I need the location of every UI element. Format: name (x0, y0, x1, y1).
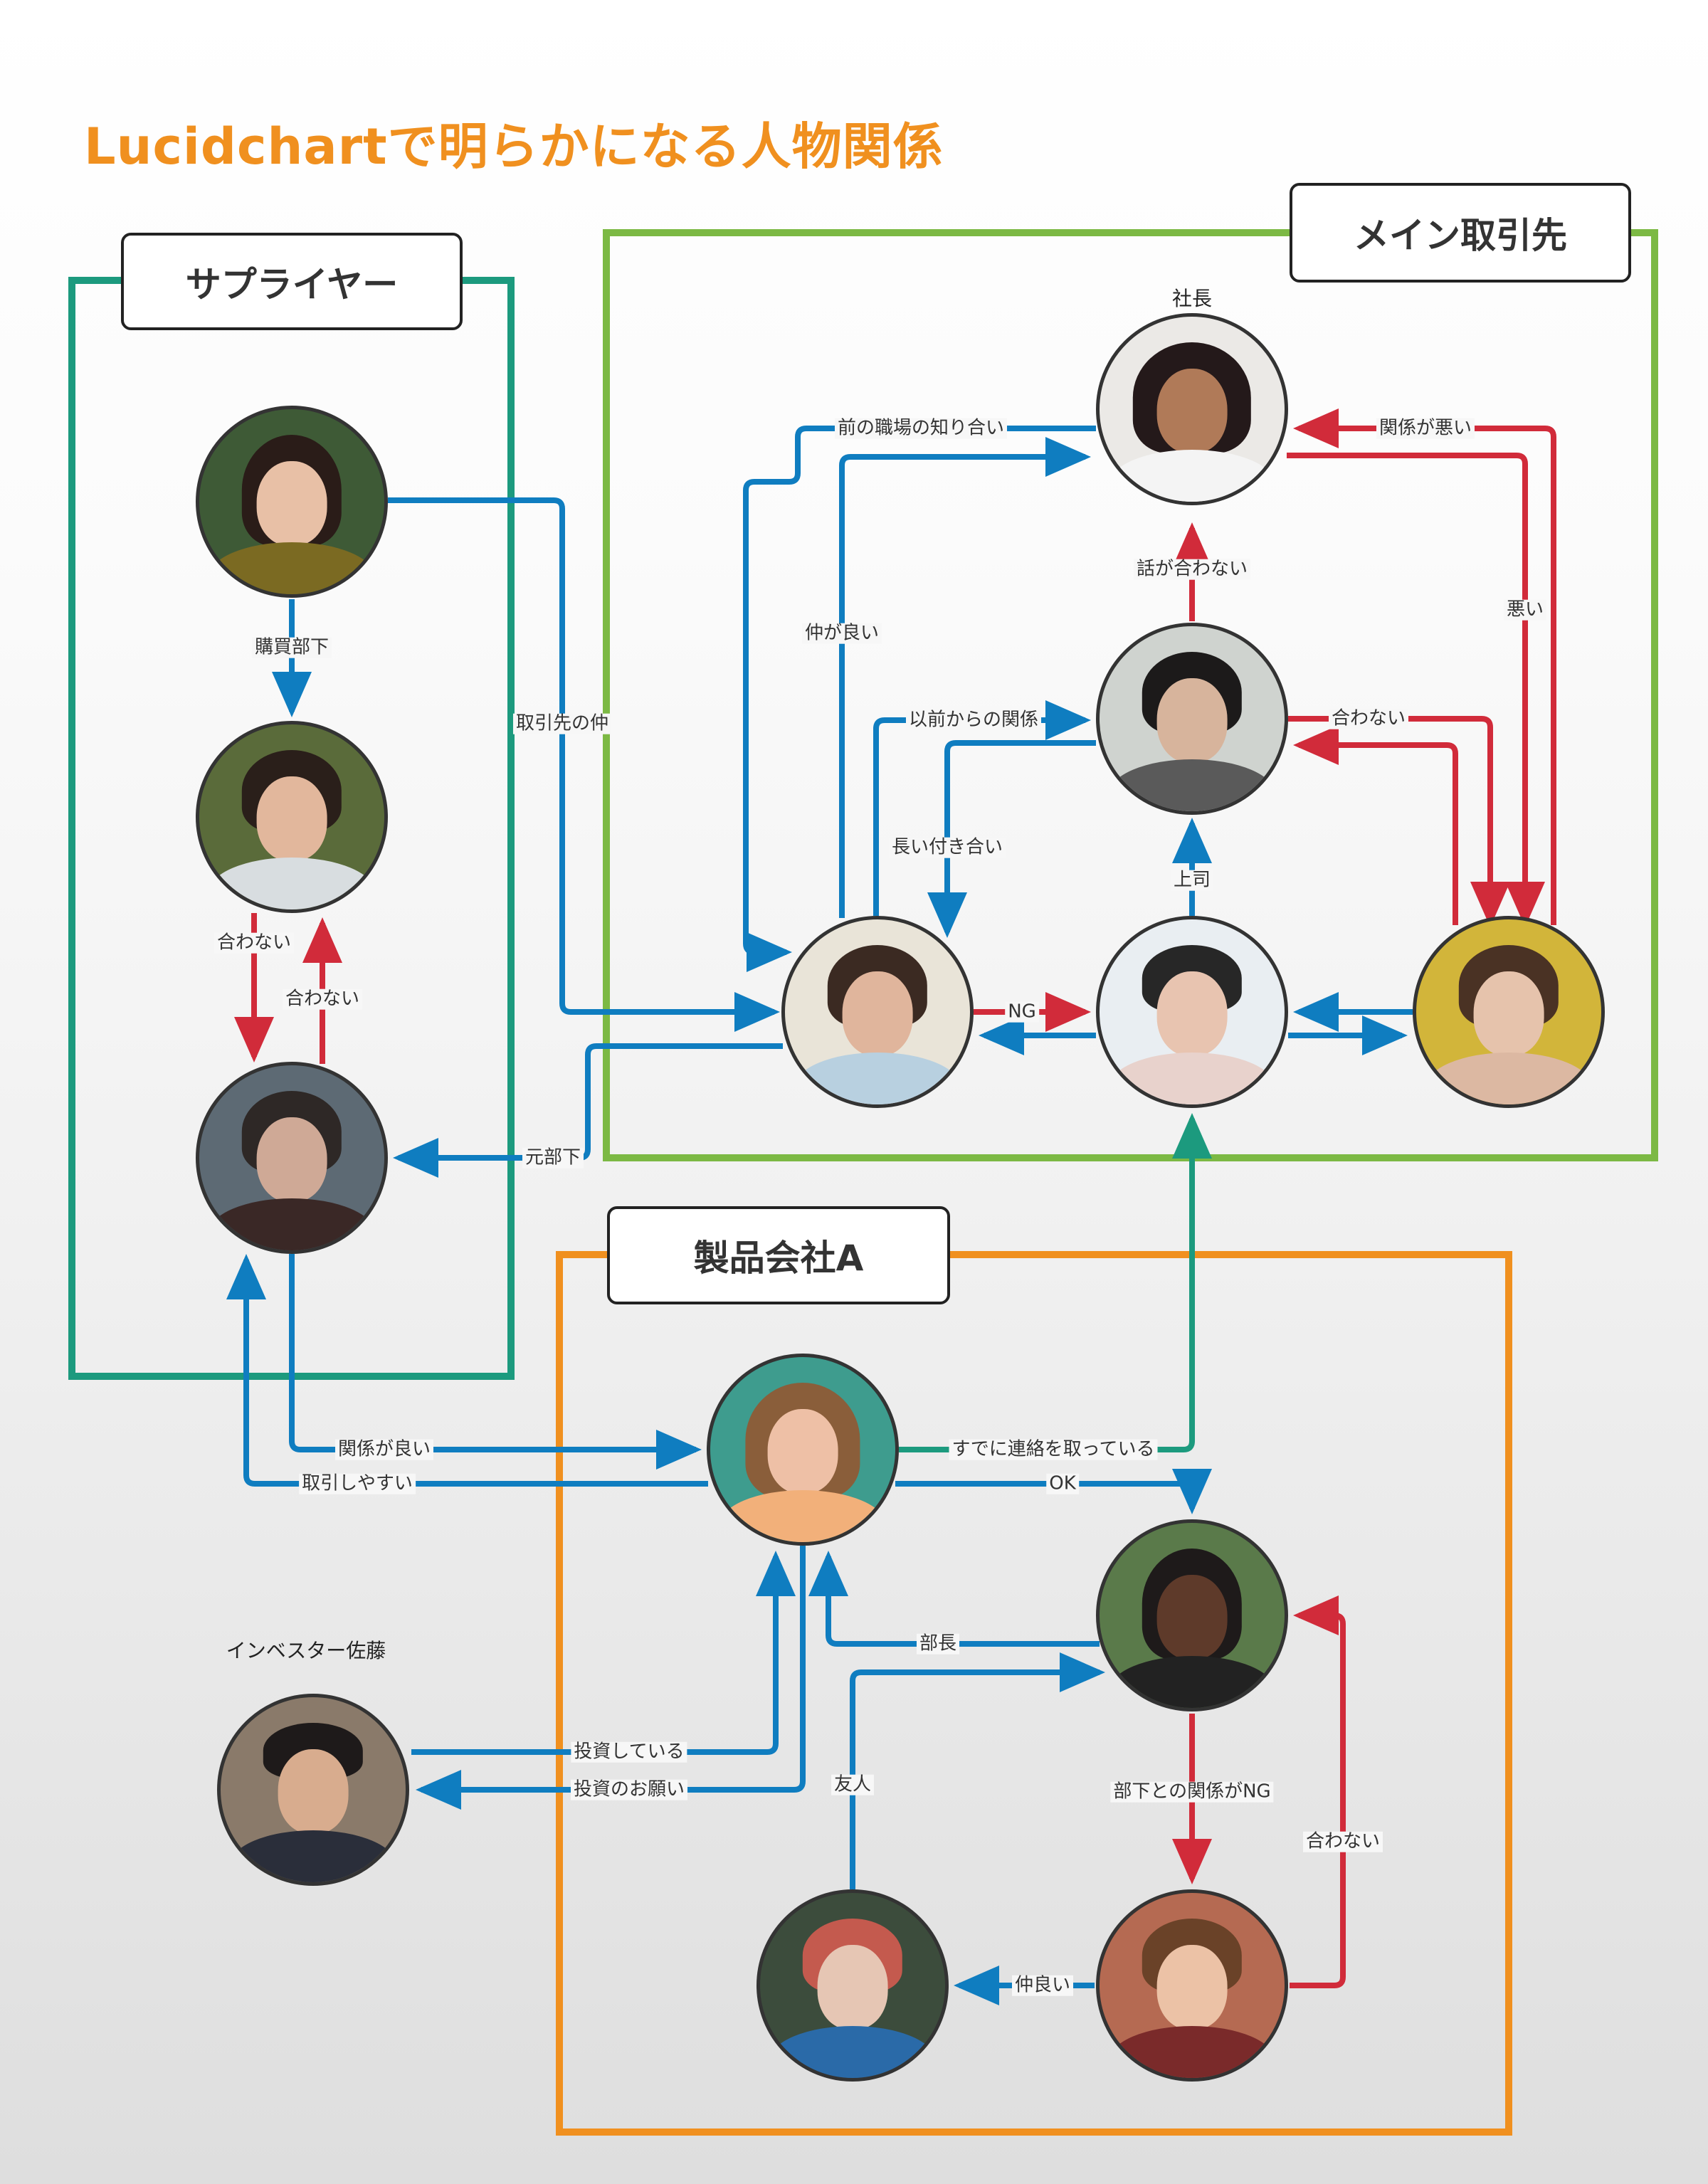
edge-label-kobaibuka: 購買部下 (251, 638, 332, 658)
person-product-manager[interactable] (1096, 1519, 1288, 1711)
person-main-yellow-woman[interactable] (1413, 916, 1605, 1108)
product-company-group-frame (556, 1251, 1512, 2136)
group-label-supplier: サプライヤー (121, 233, 463, 330)
edge-label-motobuka: 元部下 (522, 1148, 584, 1169)
edge-ok (895, 1469, 1212, 1514)
person-main-shorthair-woman[interactable] (1096, 916, 1288, 1108)
edge-label-awanai-up: 合わない (282, 989, 363, 1010)
edge-kankei-warui (1293, 408, 1556, 925)
edge-bucho (808, 1551, 1100, 1647)
person-supplier-man[interactable] (196, 1062, 388, 1254)
edge-awanai-bottom (1290, 1595, 1346, 1988)
edge-label-buka-ng: 部下との関係がNG (1110, 1782, 1274, 1803)
person-investor-sato[interactable] (217, 1694, 409, 1886)
page-title: Lucidchartで明らかになる人物関係 (84, 117, 944, 176)
edge-naka-ga-yoi (839, 437, 1091, 918)
edge-label-nakayoi: 仲良い (1011, 1975, 1074, 1996)
edge-yellow-to-manager (1293, 725, 1458, 925)
edge-label-hanashi-awanai: 話が合わない (1133, 559, 1251, 580)
edge-label-kankei-yoi: 関係が良い (334, 1440, 434, 1460)
edge-label-awanai-bottom: 合わない (1302, 1832, 1383, 1852)
edge-label-ok: OK (1046, 1474, 1079, 1494)
person-main-glasses-woman[interactable] (781, 916, 974, 1108)
edge-label-toshi-onegai: 投資のお願い (570, 1780, 688, 1800)
edge-toshi-onegai (416, 1546, 806, 1810)
edge-label-ng: NG (1005, 1002, 1039, 1023)
edge-label-awanai-down: 合わない (214, 933, 295, 954)
group-label-product-company: 製品会社A (607, 1206, 950, 1304)
edge-label-izen-kara: 以前からの関係 (905, 710, 1042, 731)
edge-mae-shokuba (743, 426, 1096, 972)
edge-label-torihikisaki: 取引先の仲 (512, 714, 612, 734)
edge-awanai-main (1288, 716, 1510, 927)
edge-motobuka (393, 1043, 783, 1178)
person-supplier-purchasing[interactable] (196, 721, 388, 913)
edge-label-nagai-tsukiai: 長い付き合い (888, 838, 1006, 858)
person-supplier-buyer[interactable] (196, 406, 388, 598)
edge-warui (1287, 453, 1545, 927)
edge-label-mae-shokuba: 前の職場の知り合い (834, 418, 1008, 439)
person-product-lead[interactable] (707, 1354, 899, 1546)
edge-sudeni-renraku (899, 1113, 1212, 1452)
edge-label-torihiki-yasui: 取引しやすい (299, 1474, 416, 1494)
edge-izen-kara (873, 700, 1091, 916)
edge-yujin (850, 1652, 1105, 1889)
role-label-investor: インベスター佐藤 (226, 1639, 386, 1662)
edge-label-sudeni-renraku: すでに連絡を取っている (949, 1440, 1158, 1460)
main-client-group-frame (603, 229, 1658, 1161)
edge-label-kankei-warui: 関係が悪い (1376, 418, 1475, 439)
person-product-glasses-man[interactable] (1096, 1889, 1288, 2082)
edge-nagai-tsukiai (927, 740, 1096, 938)
group-label-main-client: メイン取引先 (1290, 183, 1631, 283)
edge-label-awanai-main: 合わない (1328, 709, 1409, 729)
edge-label-naka-ga-yoi: 仲が良い (801, 623, 882, 644)
edge-label-joshi: 上司 (1170, 870, 1214, 891)
edge-label-toshi-shiteiru: 投資している (571, 1742, 687, 1763)
edge-label-yujin: 友人 (831, 1775, 875, 1795)
edge-torihiki-yasui (226, 1254, 708, 1487)
person-product-redhat[interactable] (757, 1889, 949, 2082)
person-main-manager[interactable] (1096, 623, 1288, 815)
edge-label-warui: 悪い (1503, 600, 1547, 621)
edge-torihikisaki (388, 497, 780, 1032)
edge-label-bucho: 部長 (916, 1634, 960, 1655)
edge-kankei-yoi (289, 1254, 702, 1470)
role-label-ceo: 社長 (1171, 287, 1213, 310)
edge-toshi-shiteiru (411, 1551, 796, 1755)
person-ceo[interactable] (1096, 313, 1288, 505)
